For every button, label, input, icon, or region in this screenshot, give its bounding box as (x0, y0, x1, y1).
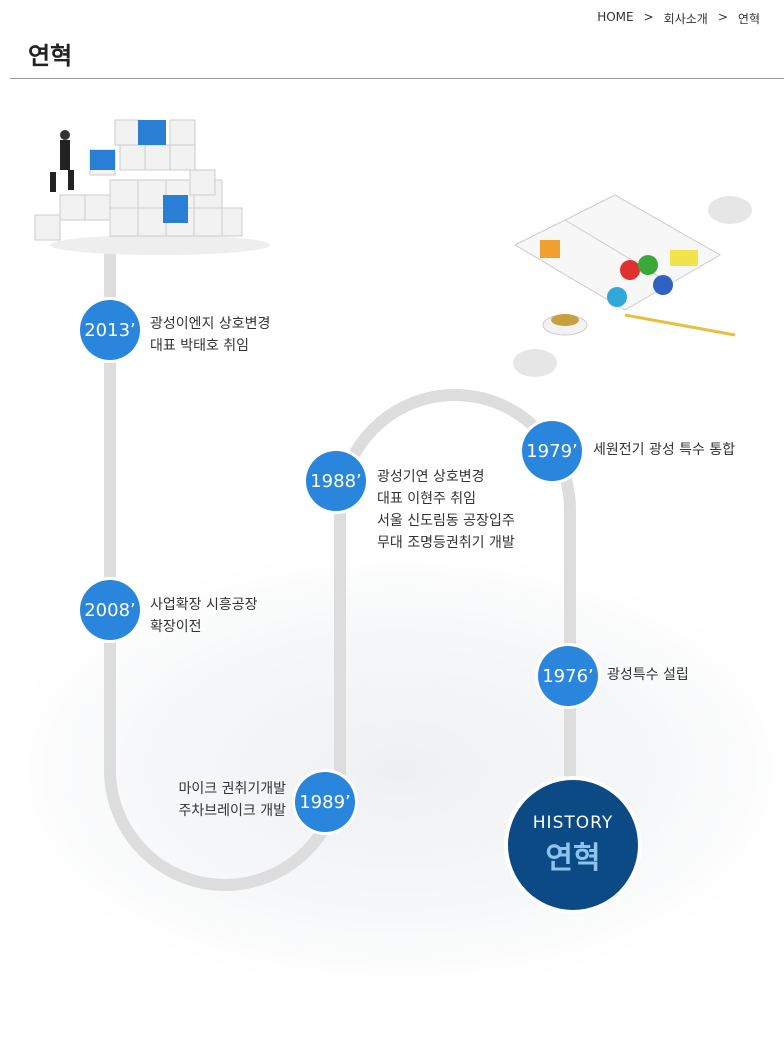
event-line: 확장이전 (150, 619, 202, 635)
breadcrumb: HOME > 회사소개 > 연혁 (597, 10, 760, 27)
event-line: 광성특수 설립 (607, 667, 689, 683)
title-divider (10, 78, 784, 79)
history-badge: HISTORY 연혁 (508, 780, 638, 910)
event-line: 마이크 권취기개발 (178, 781, 287, 797)
finance-book-illustration (513, 194, 752, 377)
year-2013-badge: 2013’ (80, 300, 140, 360)
year-2008-badge: 2008’ (80, 580, 140, 640)
page-title: 연혁 (28, 42, 73, 70)
event-1988-text: 광성기연 상호변경 대표 이현주 취임 서울 신도림동 공장입주 무대 조명등권… (377, 466, 515, 554)
breadcrumb-current: 연혁 (737, 12, 760, 26)
event-line: 대표 박태호 취임 (150, 338, 250, 354)
cubes-businessman-illustration (34, 119, 270, 255)
breadcrumb-separator: > (643, 10, 654, 24)
breadcrumb-company[interactable]: 회사소개 (663, 12, 708, 26)
breadcrumb-home[interactable]: HOME (597, 10, 634, 24)
year-1979-badge: 1979’ (522, 421, 582, 481)
event-line: 대표 이현주 취임 (377, 491, 477, 507)
breadcrumb-separator: > (717, 10, 728, 24)
world-map-background (20, 560, 780, 980)
year-1976-badge: 1976’ (538, 646, 598, 706)
event-1989-text: 마이크 권취기개발 주차브레이크 개발 (150, 778, 287, 822)
event-line: 광성기연 상호변경 (377, 469, 485, 485)
event-2008-text: 사업확장 시흥공장 확장이전 (150, 594, 258, 638)
event-line: 세원전기 광성 특수 통합 (593, 442, 736, 458)
history-badge-en: HISTORY (532, 813, 614, 833)
event-line: 무대 조명등권취기 개발 (377, 535, 515, 551)
event-1979-text: 세원전기 광성 특수 통합 (593, 439, 735, 461)
year-1989-badge: 1989’ (295, 772, 355, 832)
event-line: 사업확장 시흥공장 (150, 597, 258, 613)
event-2013-text: 광성이엔지 상호변경 대표 박태호 취임 (150, 313, 270, 357)
event-line: 광성이엔지 상호변경 (150, 316, 271, 332)
event-line: 주차브레이크 개발 (178, 803, 287, 819)
history-badge-ko: 연혁 (545, 841, 601, 876)
year-1988-badge: 1988’ (306, 451, 366, 511)
event-line: 서울 신도림동 공장입주 (377, 513, 515, 529)
event-1976-text: 광성특수 설립 (607, 664, 689, 686)
